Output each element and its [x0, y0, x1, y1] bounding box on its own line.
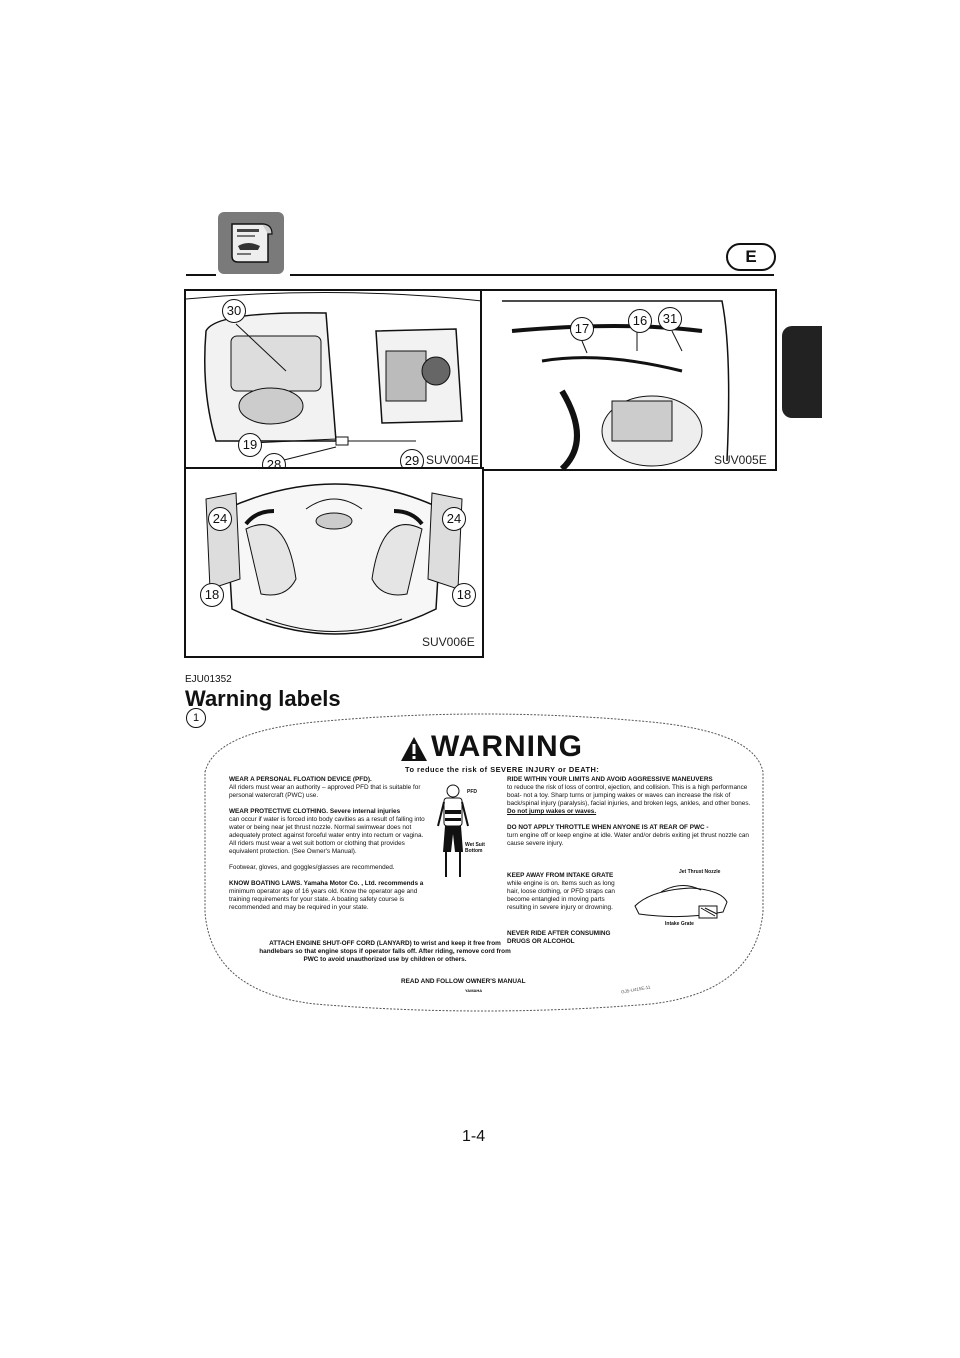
section-title: Warning labels: [185, 686, 341, 711]
ride-limits-block: RIDE WITHIN YOUR LIMITS AND AVOID AGGRES…: [507, 776, 751, 815]
section-thumb-tab: [782, 326, 822, 418]
footwear-block: Footwear, gloves, and goggles/glasses ar…: [229, 864, 395, 871]
warning-left-column: WEAR A PERSONAL FLOATION DEVICE (PFD).Al…: [229, 776, 429, 912]
wetsuit-callout-label: Wet Suit Bottom: [465, 842, 485, 854]
pfd-block: WEAR A PERSONAL FLOATION DEVICE (PFD).Al…: [229, 776, 421, 799]
clothing-block: WEAR PROTECTIVE CLOTHING. Severe interna…: [229, 808, 425, 855]
section-code: EJU01352: [185, 674, 232, 685]
warning-triangle-icon: [401, 737, 427, 761]
warning-subheading: To reduce the risk of SEVERE INJURY or D…: [405, 765, 600, 774]
manual-book-icon: [218, 212, 284, 274]
warning-heading: WARNING: [431, 730, 583, 763]
warning-right-column: RIDE WITHIN YOUR LIMITS AND AVOID AGGRES…: [507, 776, 753, 848]
figure-hose-detail: 17 16 31 SUV005E: [480, 289, 777, 472]
engine-compartment-drawing: [185, 291, 483, 462]
storage-compartments-drawing: [205, 483, 463, 635]
nozzle-callout-label: Jet Thrust Nozzle: [679, 869, 721, 875]
figure-storage-compartments: 24 24 18 18 SUV006E: [184, 467, 484, 658]
header-rule-left: [186, 274, 216, 276]
callout-31: 31: [658, 307, 682, 331]
callout-17: 17: [570, 317, 594, 341]
label-outline: [204, 713, 764, 1012]
callout-24-right: 24: [442, 507, 466, 531]
grate-callout-label: Intake Grate: [665, 921, 694, 927]
header-rule-right: [290, 274, 774, 276]
pfd-callout-label: PFD: [467, 789, 477, 795]
language-tab: E: [726, 243, 776, 271]
hose-detail-drawing: [502, 300, 730, 472]
watercraft-figure: [634, 885, 728, 919]
callout-19: 19: [238, 433, 262, 457]
laws-block: KNOW BOATING LAWS. Yamaha Motor Co. , Lt…: [229, 880, 424, 911]
figure-code: SUV004E: [426, 453, 479, 467]
figure-code: SUV005E: [714, 453, 767, 467]
throttle-block: DO NOT APPLY THROTTLE WHEN ANYONE IS AT …: [507, 824, 749, 847]
brand-mark: YAMAHA: [465, 988, 483, 993]
callout-1: 1: [186, 708, 206, 728]
callout-18-right: 18: [452, 583, 476, 607]
figure-engine-compartment: 30 19 28 29 SUV004E: [184, 289, 484, 477]
rider-pfd-figure: [437, 784, 469, 877]
figure-code: SUV006E: [422, 635, 475, 649]
callout-16: 16: [628, 309, 652, 333]
lanyard-block: ATTACH ENGINE SHUT-OFF CORD (LANYARD) to…: [259, 940, 511, 963]
warning-label: WARNING To reduce the risk of SEVERE INJ…: [195, 712, 771, 1012]
callout-30: 30: [222, 299, 246, 323]
page-number: 1-4: [462, 1128, 486, 1145]
callout-18-left: 18: [200, 583, 224, 607]
read-manual-footer: READ AND FOLLOW OWNER'S MANUAL: [401, 978, 526, 985]
callout-24-left: 24: [208, 507, 232, 531]
